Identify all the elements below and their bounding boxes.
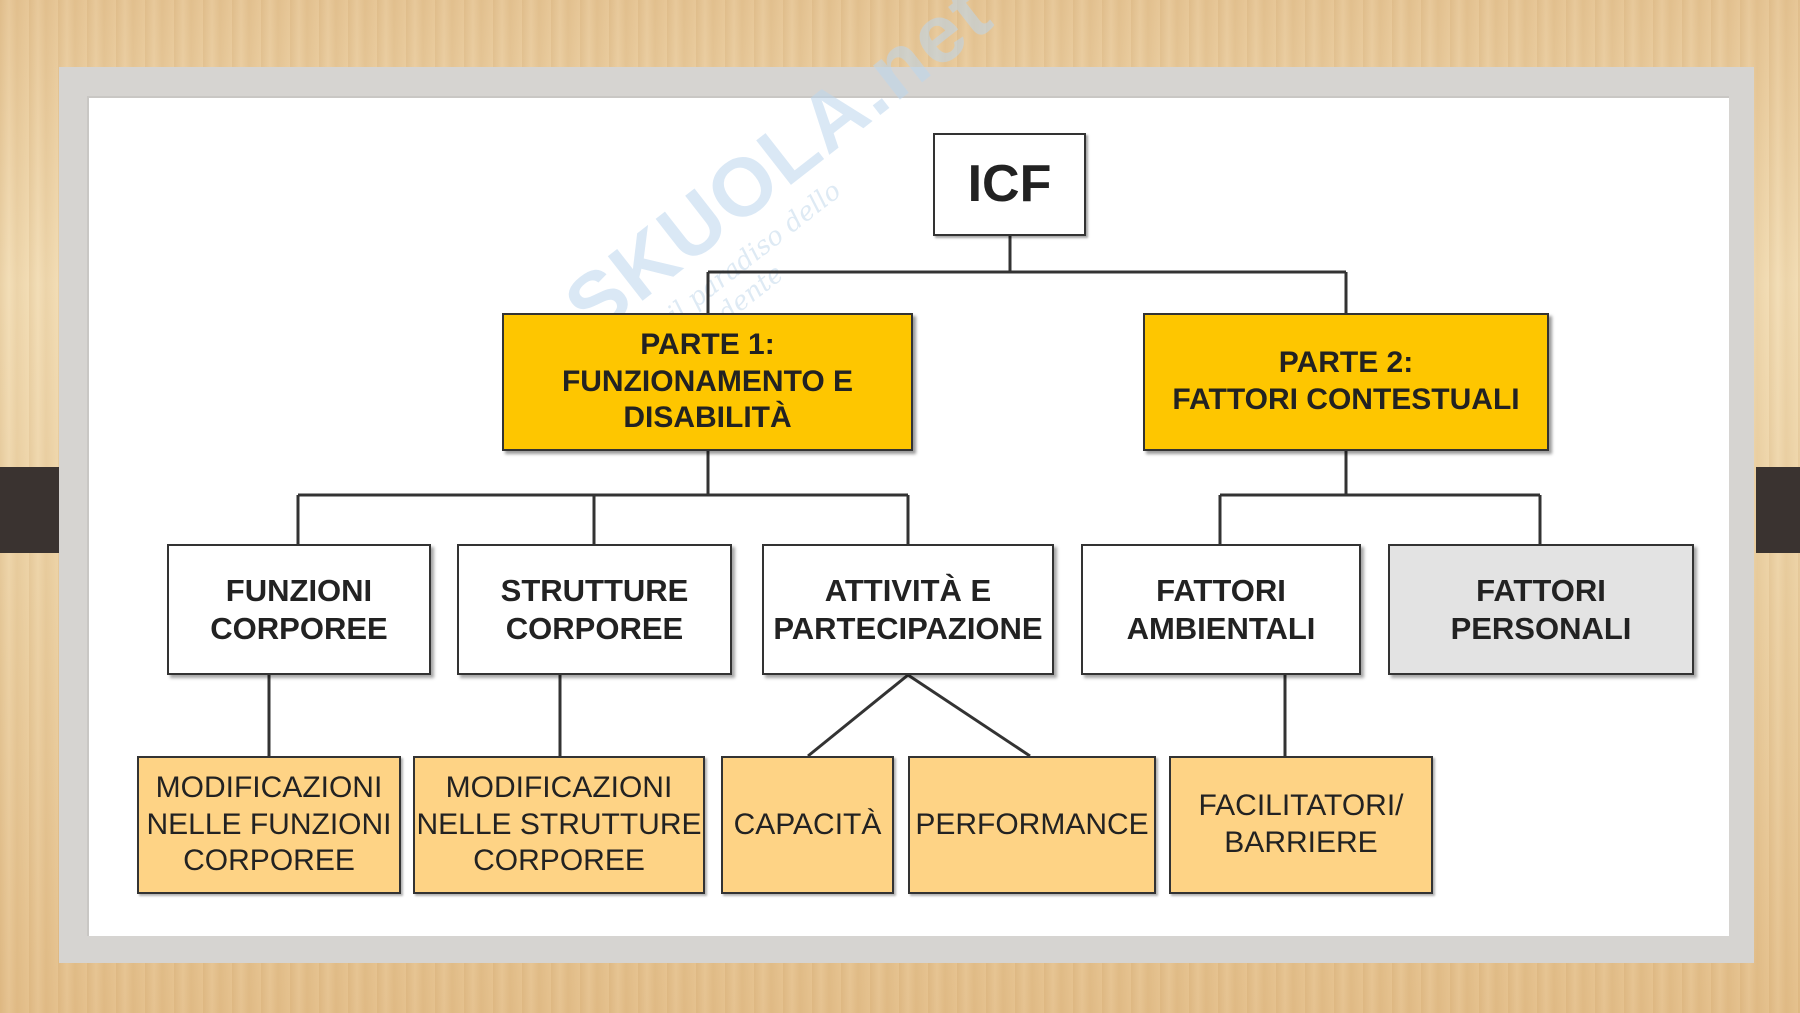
node-strutture-corporee: STRUTTURE CORPOREE <box>457 544 732 675</box>
node-fattori-personali-label: FATTORI PERSONALI <box>1450 572 1632 646</box>
node-capacita: CAPACITÀ <box>721 756 894 894</box>
connector-to-capacita <box>807 673 909 758</box>
node-modificazioni-strutture-label: MODIFICAZIONI NELLE STRUTTURE CORPOREE <box>416 771 702 878</box>
node-attivita-partecipazione-label: ATTIVITÀ E PARTECIPAZIONE <box>773 572 1043 646</box>
node-fattori-ambientali-label: FATTORI AMBIENTALI <box>1126 572 1316 646</box>
node-parte-1: PARTE 1: FUNZIONAMENTO E DISABILITÀ <box>502 313 913 451</box>
node-funzioni-corporee: FUNZIONI CORPOREE <box>167 544 431 675</box>
node-attivita-partecipazione: ATTIVITÀ E PARTECIPAZIONE <box>762 544 1054 675</box>
node-fattori-ambientali: FATTORI AMBIENTALI <box>1081 544 1361 675</box>
node-modificazioni-strutture: MODIFICAZIONI NELLE STRUTTURE CORPOREE <box>413 756 705 894</box>
node-capacita-label: CAPACITÀ <box>733 807 882 841</box>
left-dark-band <box>0 467 60 553</box>
node-parte-1-label: PARTE 1: FUNZIONAMENTO E DISABILITÀ <box>561 328 854 435</box>
node-modificazioni-funzioni-label: MODIFICAZIONI NELLE FUNZIONI CORPOREE <box>146 771 392 878</box>
node-facilitatori-barriere: FACILITATORI/ BARRIERE <box>1169 756 1433 894</box>
node-performance-label: PERFORMANCE <box>915 807 1149 841</box>
node-parte-2: PARTE 2: FATTORI CONTESTUALI <box>1143 313 1549 451</box>
node-parte-2-label: PARTE 2: FATTORI CONTESTUALI <box>1172 346 1520 416</box>
connector-to-performance <box>907 673 1031 758</box>
node-facilitatori-barriere-label: FACILITATORI/ BARRIERE <box>1198 789 1404 859</box>
right-dark-band <box>1756 467 1800 553</box>
node-modificazioni-funzioni: MODIFICAZIONI NELLE FUNZIONI CORPOREE <box>137 756 401 894</box>
node-funzioni-corporee-label: FUNZIONI CORPOREE <box>210 572 388 646</box>
node-strutture-corporee-label: STRUTTURE CORPOREE <box>500 572 689 646</box>
node-icf: ICF <box>933 133 1086 236</box>
node-fattori-personali: FATTORI PERSONALI <box>1388 544 1694 675</box>
node-performance: PERFORMANCE <box>908 756 1156 894</box>
node-icf-label: ICF <box>967 154 1052 213</box>
